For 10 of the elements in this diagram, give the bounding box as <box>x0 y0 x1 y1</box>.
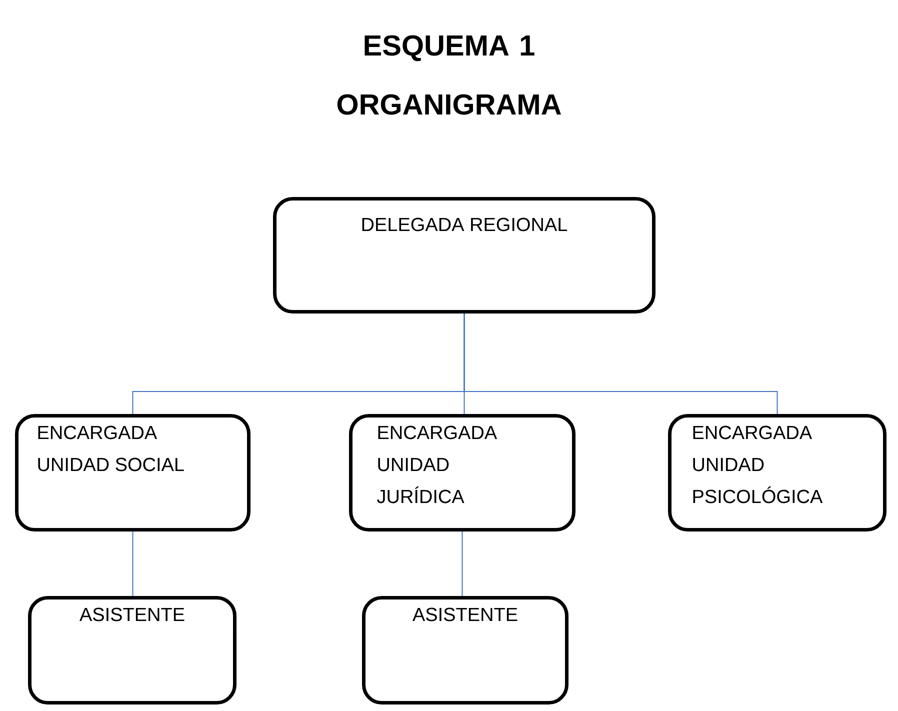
org-box: ENCARGADA UNIDAD JURÍDICA <box>349 414 576 532</box>
org-box: DELEGADA REGIONAL <box>273 197 656 314</box>
title: ESQUEMA 1 ORGANIGRAMA <box>337 35 561 115</box>
org-box: ASISTENTE <box>28 596 236 704</box>
org-box: ENCARGADA UNIDAD SOCIAL <box>15 414 250 532</box>
connector-line <box>132 531 134 596</box>
connector-line <box>462 531 463 596</box>
org-box: ENCARGADA UNIDAD PSICOLÓGICA <box>668 414 886 532</box>
connector-line <box>464 313 778 414</box>
org-box: ASISTENTE <box>362 596 568 704</box>
